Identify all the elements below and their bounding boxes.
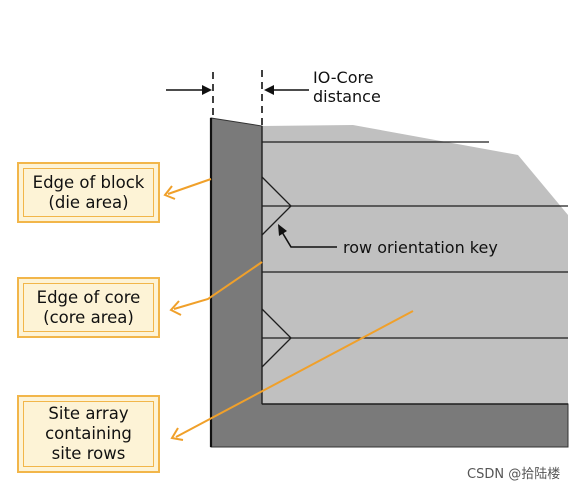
edge-of-core-callout: Edge of core (core area) — [17, 277, 160, 338]
watermark: CSDN @拾陆楼 — [467, 467, 561, 482]
core-area — [262, 125, 568, 404]
orientation-key-leader — [281, 231, 337, 248]
site-array-pointer — [170, 310, 414, 441]
row-orientation-key — [261, 308, 292, 368]
edge-of-block-label: Edge of block (die area) — [32, 172, 145, 212]
site-array-callout: Site array containing site rows — [17, 395, 160, 473]
row-orientation-key-label: row orientation key — [343, 238, 498, 257]
edge-of-block-callout: Edge of block (die area) — [17, 162, 160, 223]
core-edge-pointer — [169, 261, 263, 316]
row-orientation-key — [261, 176, 292, 236]
dimension-arrowhead — [264, 85, 274, 95]
site-array-label: Site array containing site rows — [45, 404, 132, 463]
io-core-distance-label: IO-Core distance — [313, 68, 381, 106]
block-edge-pointer — [163, 178, 212, 200]
edge-of-core-label: Edge of core (core area) — [36, 287, 141, 327]
dimension-arrowhead — [202, 85, 212, 95]
orientation-key-leader-arrowhead — [278, 224, 287, 236]
